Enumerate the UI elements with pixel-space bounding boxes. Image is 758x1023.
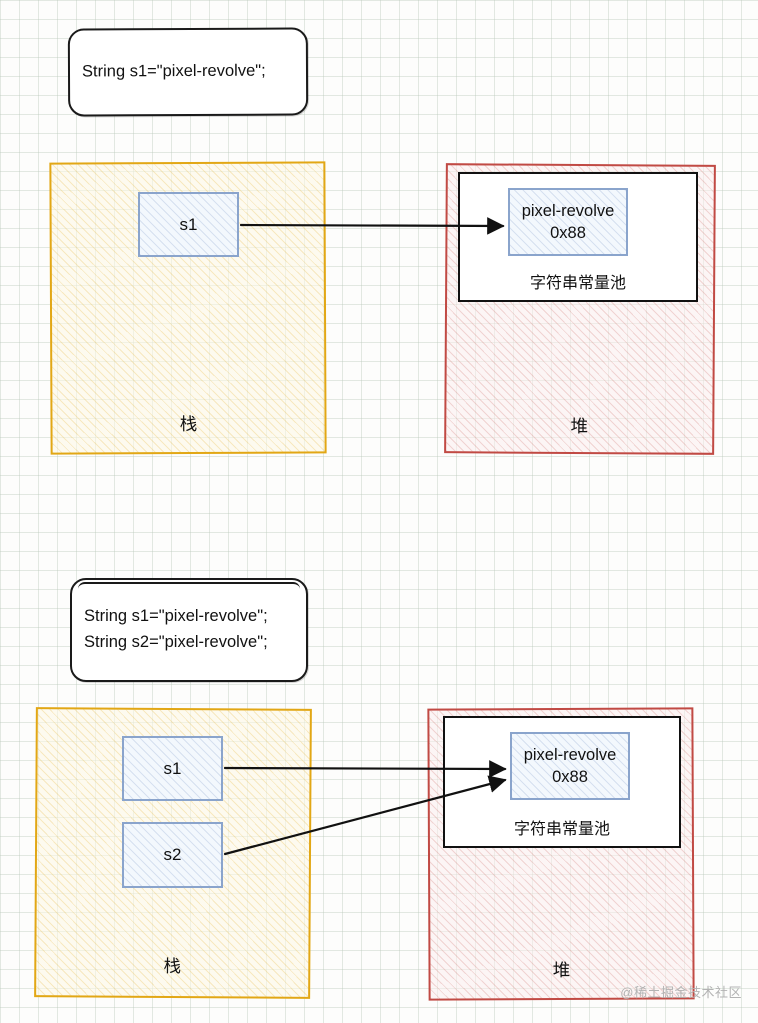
variable-box-s1-bottom: s1 [122, 736, 223, 801]
watermark-text: @稀土掘金技术社区 [620, 985, 742, 1000]
variable-box-s1-top: s1 [138, 192, 239, 257]
string-object-box-bottom: pixel-revolve 0x88 [510, 732, 630, 800]
code-line: String s1="pixel-revolve"; [84, 607, 268, 626]
code-snippet-top: String s1="pixel-revolve"; [67, 27, 309, 117]
stack-label: 栈 [163, 955, 182, 977]
code-line: String s1="pixel-revolve"; [81, 61, 266, 81]
stack-label: 栈 [179, 413, 198, 435]
string-object-box-top: pixel-revolve 0x88 [508, 188, 628, 256]
code-snippet-bottom: String s1="pixel-revolve"; String s2="pi… [70, 578, 308, 682]
pool-label: 字符串常量池 [529, 275, 626, 292]
heap-label: 堆 [570, 415, 589, 437]
string-value: pixel-revolve [523, 745, 617, 764]
code-line: String s2="pixel-revolve"; [84, 633, 268, 651]
string-address: 0x88 [552, 768, 588, 786]
hand-drawn-stroke [78, 582, 300, 596]
string-value: pixel-revolve [521, 201, 615, 220]
string-address: 0x88 [550, 224, 586, 242]
variable-box-s2-bottom: s2 [122, 822, 223, 888]
pool-label: 字符串常量池 [513, 821, 610, 838]
heap-label: 堆 [552, 959, 571, 981]
